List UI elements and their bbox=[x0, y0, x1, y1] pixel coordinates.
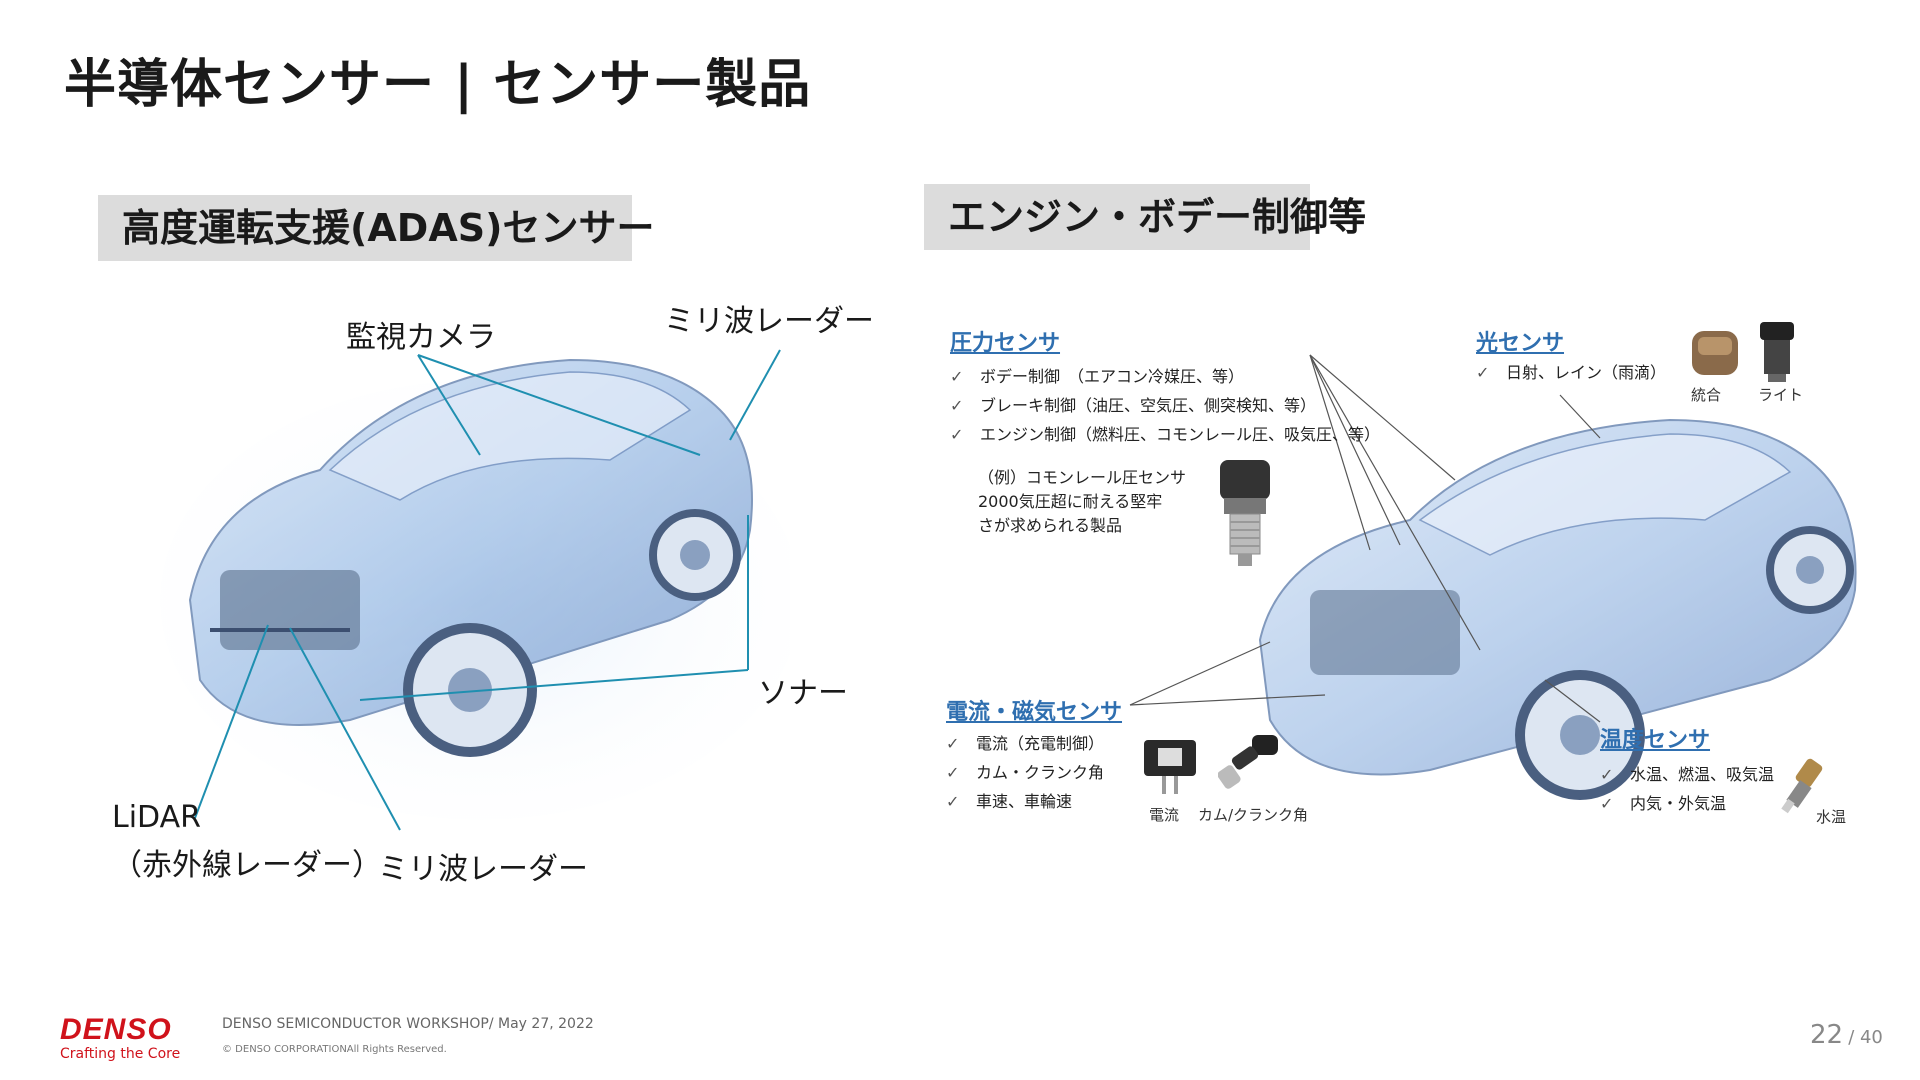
crank-angle-sensor-image bbox=[1218, 735, 1278, 789]
list-item: 水温、燃温、吸気温 bbox=[1600, 760, 1774, 789]
list-item: ブレーキ制御（油圧、空気圧、側突検知、等） bbox=[950, 391, 1380, 420]
footer-copyright: © DENSO CORPORATIONAll Rights Reserved. bbox=[222, 1044, 447, 1055]
engine-section-label: エンジン・ボデー制御等 bbox=[924, 184, 1366, 250]
light-sensor-list: 日射、レイン（雨滴） bbox=[1476, 358, 1666, 387]
light-caption-light: ライト bbox=[1758, 386, 1804, 404]
light-caption-integrated: 統合 bbox=[1691, 386, 1722, 404]
engine-car-illustration bbox=[1258, 418, 1857, 800]
list-item: 車速、車輪速 bbox=[946, 787, 1104, 816]
list-item: エンジン制御（燃料圧、コモンレール圧、吸気圧、等） bbox=[950, 420, 1380, 449]
integrated-light-sensor-image bbox=[1692, 331, 1738, 375]
pressure-sensor-title: 圧力センサ bbox=[950, 331, 1061, 356]
page-number: 22 / 40 bbox=[1810, 1020, 1883, 1050]
pressure-sensor-example: （例）コモンレール圧センサ 2000気圧超に耐える堅牢 さが求められる製品 bbox=[978, 468, 1187, 535]
callout-mmwave-radar-bottom: ミリ波レーダー bbox=[378, 852, 588, 887]
temperature-caption-water: 水温 bbox=[1816, 808, 1847, 826]
list-item: 内気・外気温 bbox=[1600, 789, 1774, 818]
page-total: / 40 bbox=[1848, 1027, 1883, 1048]
list-item: ボデー制御 （エアコン冷媒圧、等） bbox=[950, 362, 1380, 391]
callout-monitoring-camera: 監視カメラ bbox=[346, 320, 496, 355]
current-sensor-title: 電流・磁気センサ bbox=[946, 700, 1123, 725]
denso-logo: DENSO bbox=[60, 1013, 172, 1046]
callout-lidar-ir: （赤外線レーダー） bbox=[112, 848, 382, 883]
temperature-sensor-title: 温度センサ bbox=[1600, 728, 1711, 753]
page-title: 半導体センサー | センサー製品 bbox=[64, 55, 812, 115]
current-caption-crank: カム/クランク角 bbox=[1198, 806, 1309, 824]
current-caption-current: 電流 bbox=[1149, 806, 1180, 824]
temperature-sensor-list: 水温、燃温、吸気温 内気・外気温 bbox=[1600, 760, 1774, 818]
footer-event: DENSO SEMICONDUCTOR WORKSHOP/ May 27, 20… bbox=[222, 1016, 594, 1032]
denso-tagline: Crafting the Core bbox=[60, 1046, 181, 1062]
water-temperature-sensor-image bbox=[1781, 758, 1823, 814]
list-item: カム・クランク角 bbox=[946, 758, 1104, 787]
light-sensor-image bbox=[1760, 322, 1794, 382]
list-item: 電流（充電制御） bbox=[946, 729, 1104, 758]
adas-section-label: 高度運転支援(ADAS)センサー bbox=[98, 195, 654, 261]
callout-mmwave-radar-top: ミリ波レーダー bbox=[664, 304, 874, 339]
callout-sonar: ソナー bbox=[758, 676, 848, 711]
adas-car-illustration bbox=[160, 358, 790, 820]
callout-lidar: LiDAR bbox=[112, 800, 201, 835]
light-sensor-title: 光センサ bbox=[1476, 331, 1565, 356]
pressure-sensor-list: ボデー制御 （エアコン冷媒圧、等） ブレーキ制御（油圧、空気圧、側突検知、等） … bbox=[950, 362, 1380, 449]
common-rail-sensor-image bbox=[1220, 460, 1270, 566]
list-item: 日射、レイン（雨滴） bbox=[1476, 358, 1666, 387]
current-sensor-image bbox=[1144, 740, 1196, 794]
current-sensor-list: 電流（充電制御） カム・クランク角 車速、車輪速 bbox=[946, 729, 1104, 816]
page-current: 22 bbox=[1810, 1020, 1844, 1050]
